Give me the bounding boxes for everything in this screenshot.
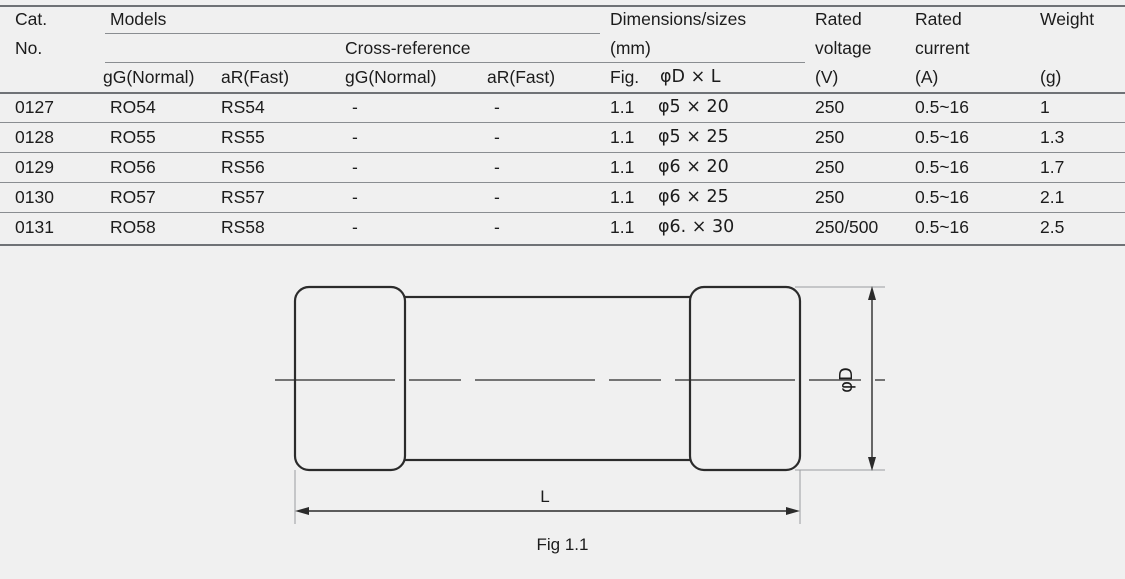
row-separator-3 — [0, 182, 1125, 183]
cell-fig: 1.1 — [610, 97, 635, 117]
fuse-end-cap-right — [688, 285, 802, 472]
cell-current: 0.5~16 — [915, 217, 970, 237]
cell-xref-gg: - — [352, 217, 358, 237]
cell-models-gg: RO57 — [110, 187, 156, 207]
cell-models-gg: RO55 — [110, 127, 156, 147]
header-rated-current-line1: Rated — [915, 9, 962, 29]
cell-voltage: 250 — [815, 97, 845, 117]
cell-diameter-length: φ5 × 25 — [658, 127, 729, 147]
models-group-rule — [105, 33, 600, 34]
diameter-arrow-top — [868, 286, 876, 300]
row-separator-1 — [0, 122, 1125, 123]
row-separator-4 — [0, 212, 1125, 213]
cell-fig: 1.1 — [610, 127, 635, 147]
cell-weight: 1 — [1040, 97, 1050, 117]
cell-diameter-length: φ6 × 20 — [658, 157, 729, 177]
cell-xref-ar: - — [494, 97, 500, 117]
cell-current: 0.5~16 — [915, 157, 970, 177]
header-xref-gg: gG(Normal) — [345, 67, 437, 87]
cell-models-gg: RO54 — [110, 97, 156, 117]
cell-fig: 1.1 — [610, 217, 635, 237]
header-body-separator — [0, 92, 1125, 94]
cell-cat-no: 0130 — [15, 187, 54, 207]
header-rated-current-unit: (A) — [915, 67, 939, 87]
cell-diameter-length: φ5 × 20 — [658, 97, 729, 117]
cell-models-ar: RS55 — [221, 127, 265, 147]
cell-current: 0.5~16 — [915, 127, 970, 147]
header-rated-voltage-line1: Rated — [815, 9, 862, 29]
cell-voltage: 250 — [815, 127, 845, 147]
header-models-gg: gG(Normal) — [103, 67, 195, 87]
header-cross-reference: Cross-reference — [345, 38, 471, 58]
length-arrow-left — [295, 507, 309, 515]
cell-weight: 2.1 — [1040, 187, 1065, 207]
cell-current: 0.5~16 — [915, 187, 970, 207]
cell-cat-no: 0128 — [15, 127, 54, 147]
cell-xref-ar: - — [494, 157, 500, 177]
header-models: Models — [110, 9, 167, 29]
cell-weight: 1.7 — [1040, 157, 1065, 177]
diameter-arrow-bottom — [868, 457, 876, 471]
cell-xref-gg: - — [352, 97, 358, 117]
header-xref-ar: aR(Fast) — [487, 67, 556, 87]
header-rated-voltage-line2: voltage — [815, 38, 872, 58]
subheader-group-rule — [105, 62, 805, 63]
header-weight-unit: (g) — [1040, 67, 1062, 87]
table-bottom-border — [0, 244, 1125, 246]
header-models-ar: aR(Fast) — [221, 67, 290, 87]
table-top-border — [0, 5, 1125, 7]
cell-models-gg: RO58 — [110, 217, 156, 237]
cell-cat-no: 0131 — [15, 217, 54, 237]
cell-models-ar: RS57 — [221, 187, 265, 207]
header-diameter-length: φD × L — [660, 67, 721, 87]
header-fig: Fig. — [610, 67, 640, 87]
cell-voltage: 250 — [815, 187, 845, 207]
cell-models-gg: RO56 — [110, 157, 156, 177]
figure-caption: Fig 1.1 — [536, 535, 589, 554]
header-dimensions-line2: (mm) — [610, 38, 651, 58]
cell-weight: 1.3 — [1040, 127, 1065, 147]
cell-models-ar: RS56 — [221, 157, 265, 177]
specification-table: Cat. No. Models Cross-reference gG(Norma… — [0, 0, 1125, 252]
fuse-end-cap-left — [293, 285, 407, 472]
cell-cat-no: 0129 — [15, 157, 54, 177]
row-separator-2 — [0, 152, 1125, 153]
length-label: L — [540, 487, 549, 506]
cell-xref-ar: - — [494, 217, 500, 237]
cell-current: 0.5~16 — [915, 97, 970, 117]
header-cat-no-line2: No. — [15, 38, 43, 58]
header-rated-current-line2: current — [915, 38, 970, 58]
cell-cat-no: 0127 — [15, 97, 54, 117]
cell-voltage: 250 — [815, 157, 845, 177]
cell-weight: 2.5 — [1040, 217, 1065, 237]
header-rated-voltage-unit: (V) — [815, 67, 839, 87]
cell-voltage: 250/500 — [815, 217, 879, 237]
cell-fig: 1.1 — [610, 187, 635, 207]
header-dimensions-line1: Dimensions/sizes — [610, 9, 747, 29]
diameter-label: φD — [836, 367, 857, 393]
cell-diameter-length: φ6 × 25 — [658, 187, 729, 207]
cell-models-ar: RS54 — [221, 97, 265, 117]
cell-models-ar: RS58 — [221, 217, 265, 237]
header-cat-no-line1: Cat. — [15, 9, 48, 29]
cell-xref-ar: - — [494, 187, 500, 207]
fuse-dimension-drawing: φD L Fig 1.1 — [0, 252, 1125, 579]
cell-fig: 1.1 — [610, 157, 635, 177]
cell-xref-gg: - — [352, 187, 358, 207]
header-weight: Weight — [1040, 9, 1095, 29]
cell-xref-gg: - — [352, 157, 358, 177]
fuse-body — [348, 295, 752, 462]
cell-xref-gg: - — [352, 127, 358, 147]
cell-diameter-length: φ6. × 30 — [658, 217, 735, 237]
length-arrow-right — [786, 507, 800, 515]
cell-xref-ar: - — [494, 127, 500, 147]
